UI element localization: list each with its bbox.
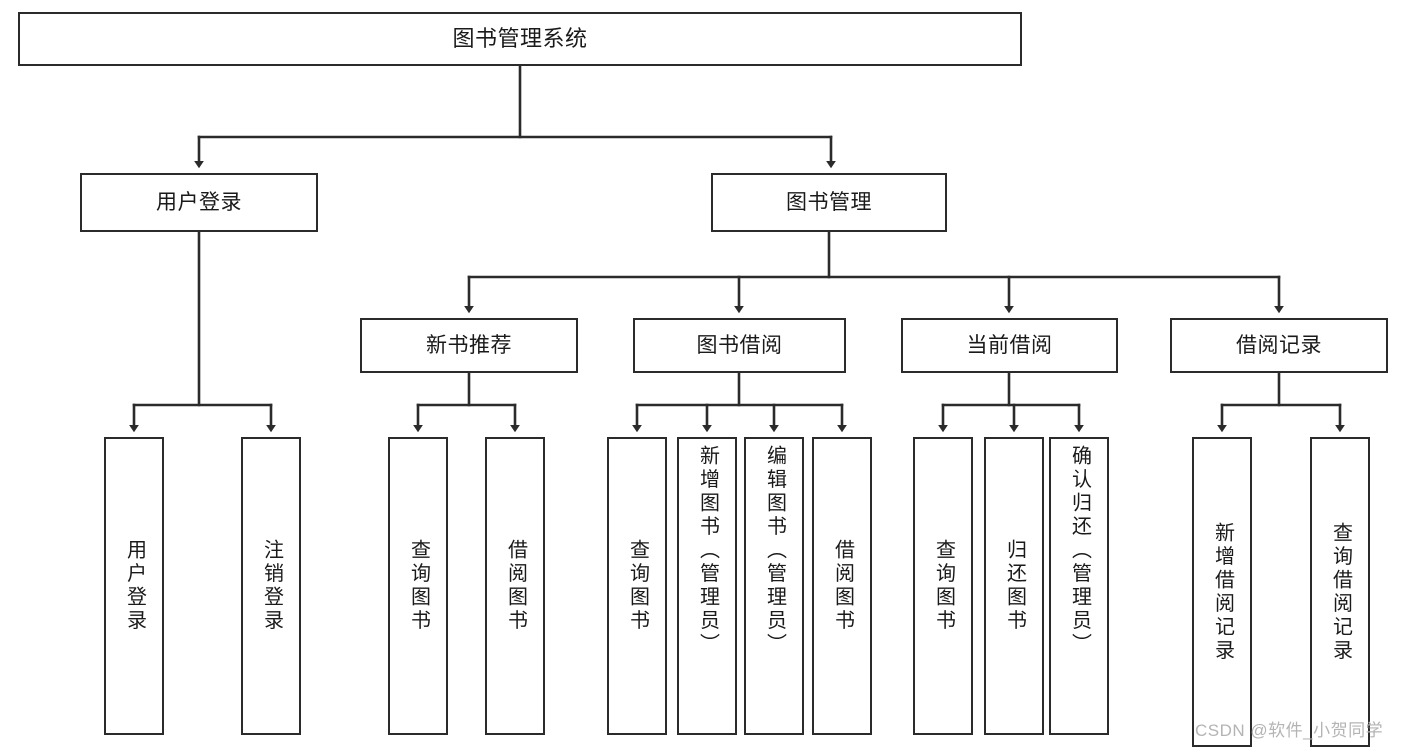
node-borrow-book-recommend[interactable]: 借阅图书 (485, 437, 545, 735)
node-label: 图书借阅 (696, 333, 783, 357)
node-query-borrow-record[interactable]: 查询借阅记录 (1310, 437, 1370, 747)
node-label: 借阅图书 (504, 539, 527, 633)
node-add-borrow-record[interactable]: 新增借阅记录 (1192, 437, 1252, 747)
node-borrow-book[interactable]: 借阅图书 (812, 437, 872, 735)
node-label: 图书管理系统 (452, 25, 588, 51)
node-label: 借阅记录 (1236, 333, 1322, 357)
node-label: 新增图书（管理员） (696, 445, 719, 657)
node-query-book-borrow[interactable]: 查询图书 (607, 437, 667, 735)
node-label: 新增借阅记录 (1211, 521, 1234, 663)
node-label: 借阅图书 (831, 539, 854, 633)
node-new-book-recommend[interactable]: 新书推荐 (360, 318, 578, 373)
csdn-watermark: CSDN @软件_小贺同学 (1195, 721, 1384, 740)
node-book-management-system[interactable]: 图书管理系统 (18, 12, 1022, 66)
node-edit-book-admin[interactable]: 编辑图书（管理员） (744, 437, 804, 735)
node-book-borrow[interactable]: 图书借阅 (633, 318, 846, 373)
node-query-book-current[interactable]: 查询图书 (913, 437, 973, 735)
node-label: 当前借阅 (966, 333, 1053, 357)
node-label: 归还图书 (1003, 539, 1026, 633)
node-label: 编辑图书（管理员） (763, 445, 786, 657)
node-label: 查询图书 (626, 539, 649, 633)
node-user-login-leaf[interactable]: 用户登录 (104, 437, 164, 735)
node-label: 查询借阅记录 (1329, 521, 1352, 663)
node-label: 新书推荐 (426, 333, 512, 357)
node-add-book-admin[interactable]: 新增图书（管理员） (677, 437, 737, 735)
node-label: 图书管理 (786, 190, 872, 214)
node-label: 用户登录 (123, 539, 146, 633)
node-label: 查询图书 (932, 539, 955, 633)
node-label: 用户登录 (156, 190, 242, 214)
node-user-login[interactable]: 用户登录 (80, 173, 318, 232)
node-confirm-return-admin[interactable]: 确认归还（管理员） (1049, 437, 1109, 735)
node-user-logout-leaf[interactable]: 注销登录 (241, 437, 301, 735)
node-label: 注销登录 (260, 539, 283, 633)
node-current-borrow[interactable]: 当前借阅 (901, 318, 1118, 373)
node-query-book-recommend[interactable]: 查询图书 (388, 437, 448, 735)
node-return-book[interactable]: 归还图书 (984, 437, 1044, 735)
node-label: 确认归还（管理员） (1068, 445, 1091, 657)
node-label: 查询图书 (407, 539, 430, 633)
node-book-management[interactable]: 图书管理 (711, 173, 947, 232)
node-borrow-record[interactable]: 借阅记录 (1170, 318, 1388, 373)
